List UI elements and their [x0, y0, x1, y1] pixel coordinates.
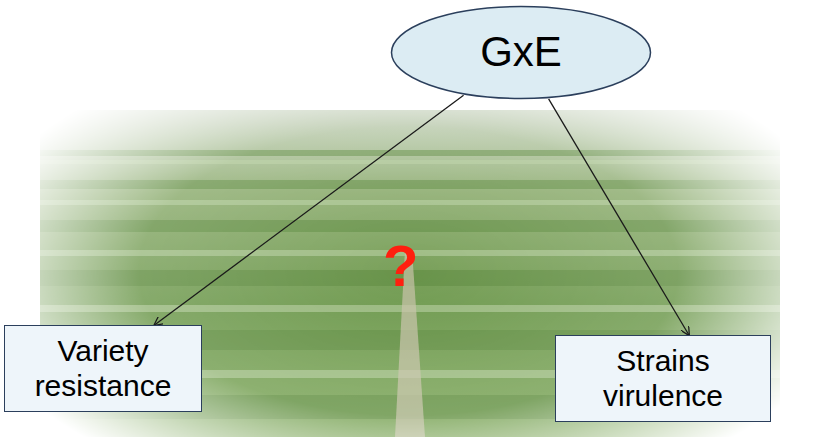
question-mark: ?: [383, 232, 418, 299]
node-text: Strains virulence: [566, 344, 760, 413]
process-box: Variety resistance: [4, 325, 202, 412]
factor-ellipse: GxE: [390, 5, 652, 100]
arrow-connector: [549, 99, 689, 335]
arrow-connector: [154, 95, 463, 325]
node-text: Variety resistance: [15, 334, 191, 403]
node-text: GxE: [480, 28, 562, 76]
process-box: Strains virulence: [555, 335, 771, 422]
